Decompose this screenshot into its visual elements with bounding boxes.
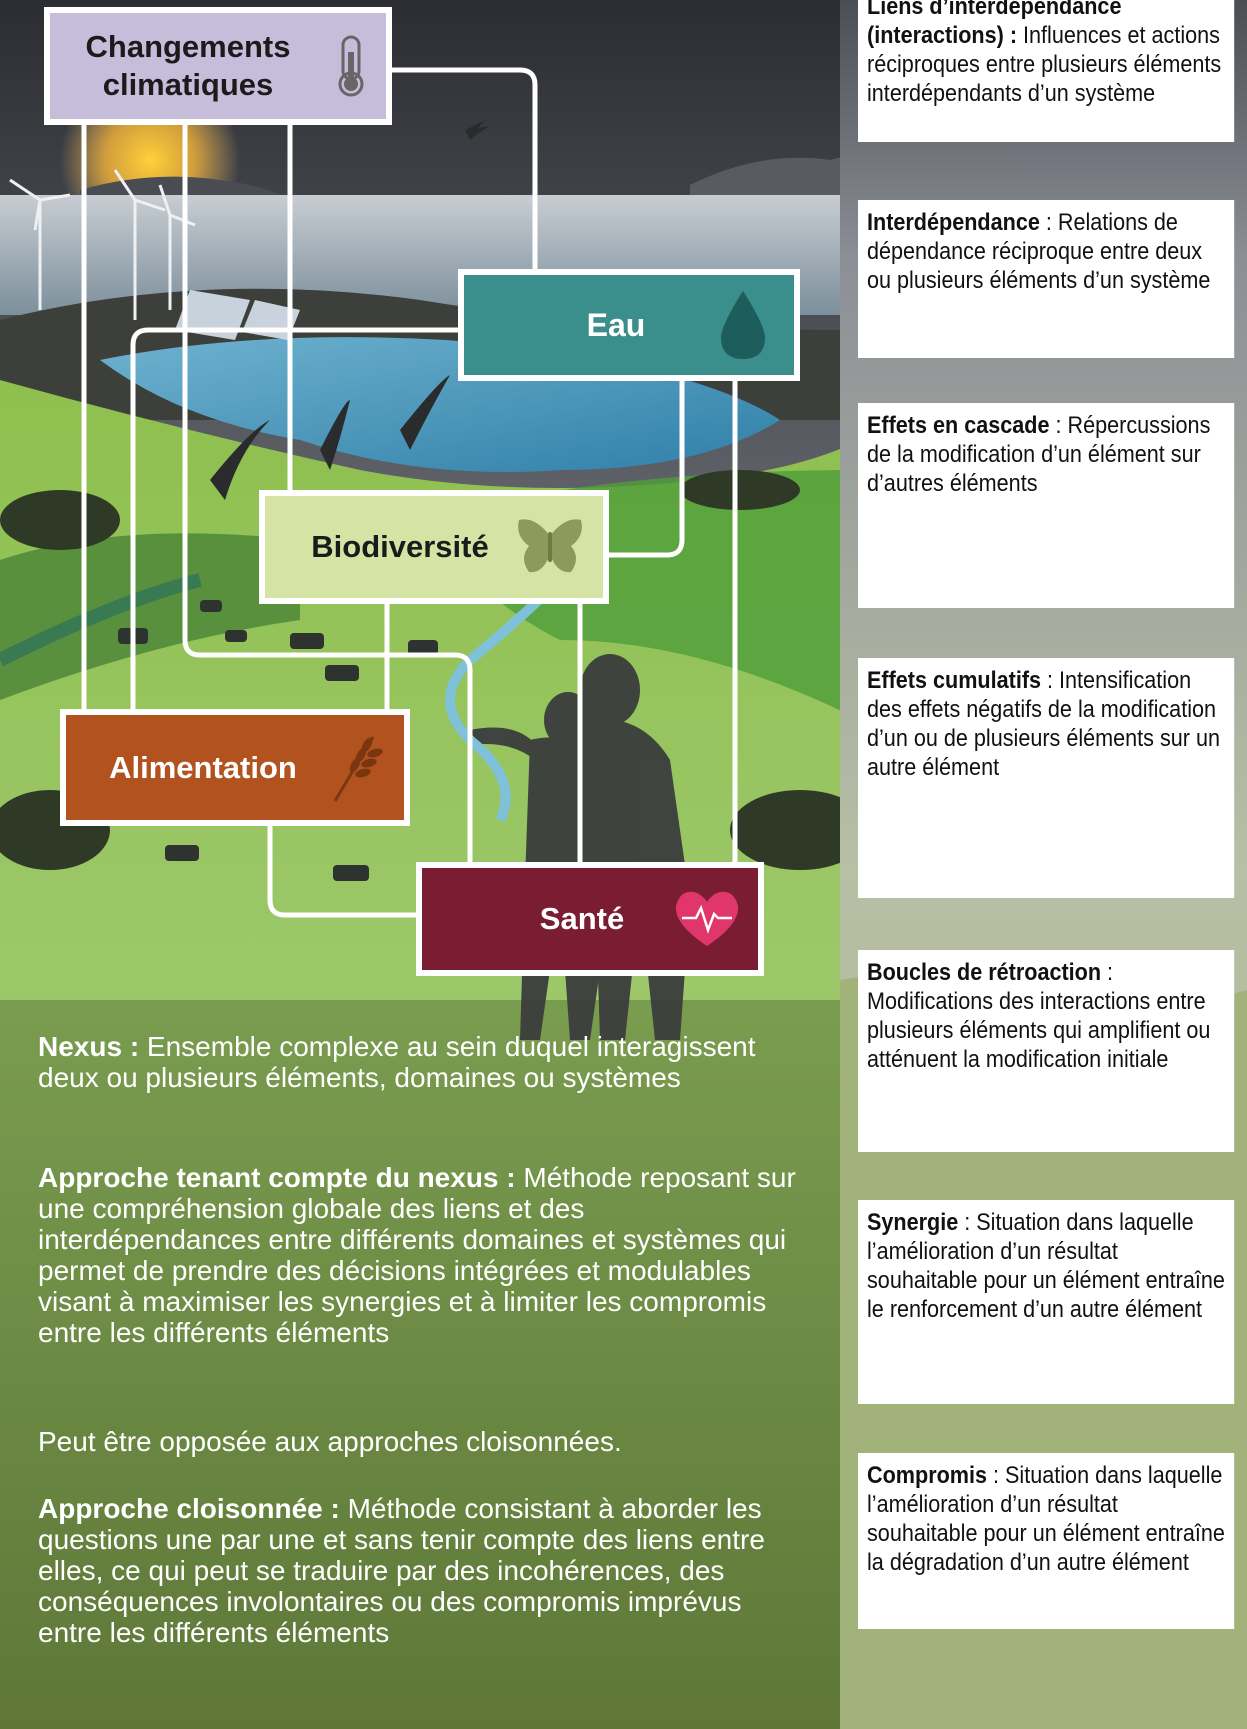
definition-panel: Compromis : Situation dans laquelle l’am…	[858, 1453, 1235, 1629]
definition-term: Effets en cascade	[867, 412, 1050, 439]
node-biodiversite: Biodiversité	[259, 490, 609, 604]
definition-panel: Effets en cascade : Répercussions de la …	[858, 403, 1235, 608]
definition-panel: Boucles de rétroaction : Modifications d…	[858, 950, 1235, 1152]
water-drop-icon	[708, 290, 778, 360]
node-label: Eau	[586, 306, 646, 343]
node-label: Changements climatiques	[85, 29, 291, 102]
definition-text: : Situation dans laquelle l’amélioration…	[867, 1462, 1225, 1576]
butterfly-icon	[515, 512, 585, 582]
approche-cloisonnee-definition: Approche cloisonnée : Méthode consistant…	[38, 1493, 798, 1648]
wheat-icon	[320, 733, 390, 803]
definition-panel: Interdépendance : Relations de dépendanc…	[858, 200, 1235, 358]
definition-text: : Répercussions de la modification d’un …	[867, 412, 1211, 497]
approche-text: Méthode reposant sur une compréhension g…	[38, 1162, 796, 1348]
definition-text: : Intensification des effets négatifs de…	[867, 667, 1221, 781]
heart-pulse-icon	[672, 884, 742, 954]
opposee-text: Peut être opposée aux approches cloisonn…	[38, 1426, 622, 1457]
definition-term: Effets cumulatifs	[867, 667, 1042, 694]
node-sante: Santé	[416, 862, 764, 976]
definition-term: Boucles de rétroaction	[867, 959, 1102, 986]
node-eau: Eau	[458, 269, 800, 381]
approche-nexus-definition: Approche tenant compte du nexus : Méthod…	[38, 1162, 798, 1348]
definition-text: : Situation dans laquelle l’amélioration…	[867, 1209, 1225, 1323]
opposee-note: Peut être opposée aux approches cloisonn…	[38, 1426, 798, 1457]
nexus-text: Ensemble complexe au sein duquel interag…	[38, 1031, 756, 1093]
cloison-text: Méthode consistant à aborder les questio…	[38, 1493, 765, 1648]
definition-text: : Modifications des interactions entre p…	[867, 959, 1211, 1073]
thermometer-icon	[316, 31, 386, 101]
node-label: Santé	[539, 901, 625, 936]
definition-term: Compromis	[867, 1462, 988, 1489]
definition-text: : Relations de dépendance réciproque ent…	[867, 209, 1211, 294]
definition-panel: Effets cumulatifs : Intensification des …	[858, 658, 1235, 898]
node-alimentation: Alimentation	[60, 709, 410, 826]
node-changements-climatiques: Changements climatiques	[44, 7, 392, 125]
node-label: Alimentation	[109, 749, 297, 785]
definition-text: Influences et actions réciproques entre …	[867, 22, 1222, 107]
definition-panel: Synergie : Situation dans laquelle l’amé…	[858, 1200, 1235, 1404]
cloison-term: Approche cloisonnée :	[38, 1493, 340, 1524]
definition-term: Liens d’interdépendance (interactions) :	[867, 0, 1122, 49]
definition-term: Synergie	[867, 1209, 959, 1236]
definition-term: Interdépendance	[867, 209, 1040, 236]
approche-term: Approche tenant compte du nexus :	[38, 1162, 516, 1193]
node-label: Biodiversité	[311, 529, 489, 564]
nexus-definition: Nexus : Ensemble complexe au sein duquel…	[38, 1031, 798, 1093]
nexus-term: Nexus :	[38, 1031, 140, 1062]
definition-panel: Liens d’interdépendance (interactions) :…	[858, 0, 1235, 142]
